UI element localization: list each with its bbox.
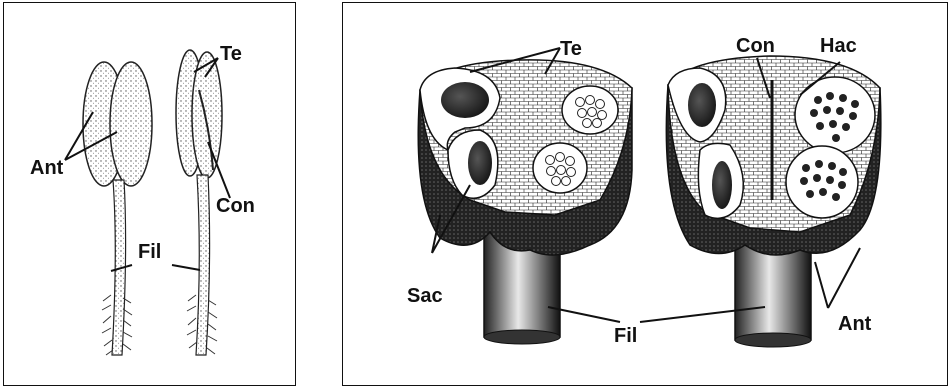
- mature-anther-section: [666, 56, 881, 347]
- label-te-right: Te: [560, 38, 582, 60]
- label-sac: Sac: [407, 285, 443, 307]
- young-anther-section: [418, 60, 632, 344]
- locule-lower-right: [786, 146, 858, 218]
- pollen-sac: [712, 161, 732, 209]
- label-fil-right: Fil: [614, 325, 637, 347]
- label-ant-right: Ant: [838, 313, 872, 335]
- label-con-right: Con: [736, 35, 775, 57]
- locule-cavity: [441, 82, 489, 118]
- filament-cylinder: [735, 245, 811, 340]
- label-hac: Hac: [820, 35, 857, 57]
- locule-cavity: [688, 83, 716, 127]
- pollen-sac: [468, 141, 492, 185]
